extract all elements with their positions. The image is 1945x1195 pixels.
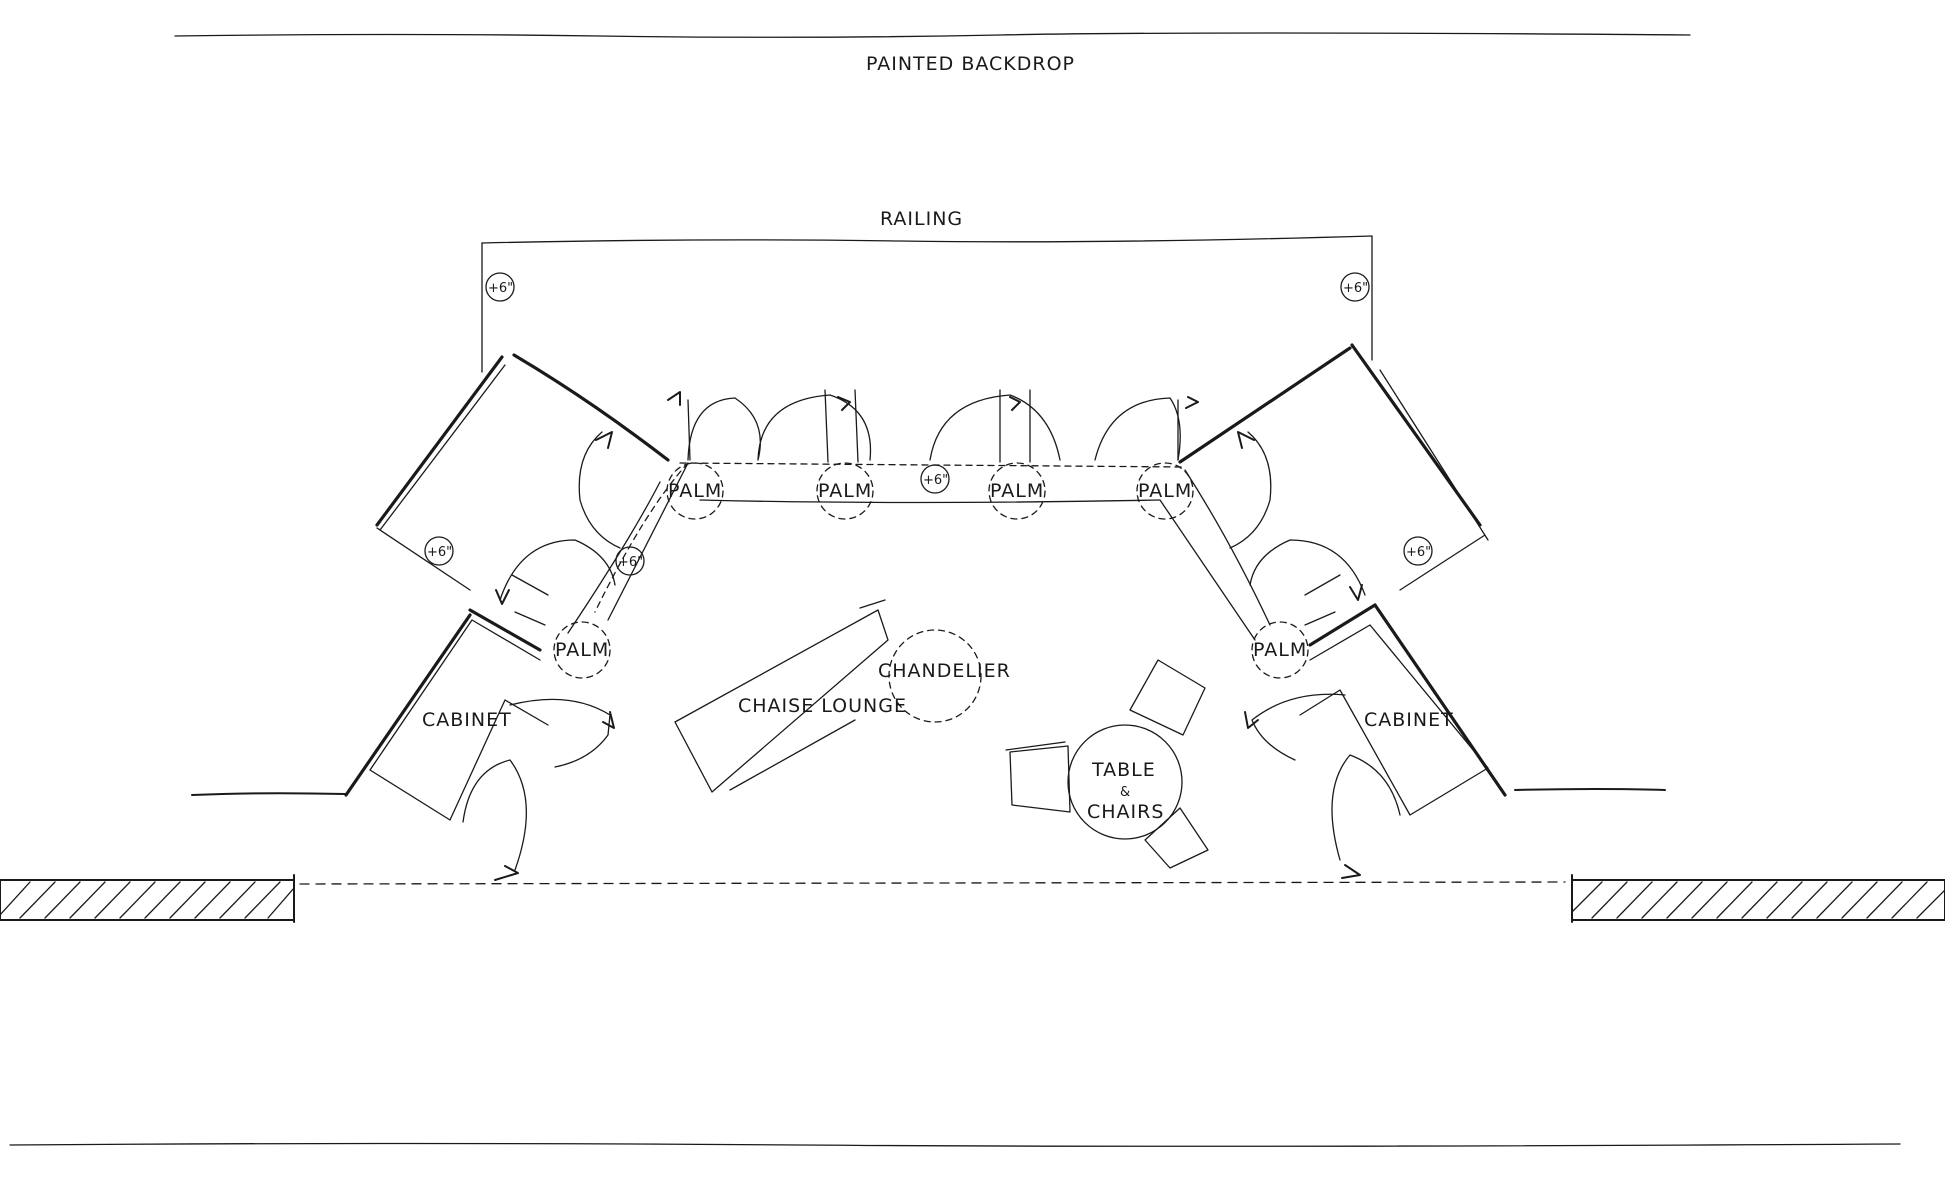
left-panel-line-1	[511, 574, 549, 596]
elevation-marker-5: +6"	[920, 464, 950, 494]
left-platform-dash	[594, 462, 689, 613]
chandelier: CHANDELIER	[878, 629, 1011, 723]
left-proscenium-wall	[0, 874, 295, 923]
left-upper-wall-bottom	[376, 527, 471, 591]
svg-text:TABLE: TABLE	[1091, 759, 1156, 781]
railing-label: RAILING	[880, 208, 963, 230]
upper-platform-bottom	[699, 499, 1161, 504]
right-panel-line-1	[1304, 574, 1341, 596]
left-upper-wall	[375, 355, 504, 527]
svg-text:+6": +6"	[488, 281, 513, 296]
chair-3	[1144, 807, 1209, 869]
right-cabinet-wall	[1373, 603, 1507, 797]
svg-text:+6": +6"	[427, 545, 452, 560]
svg-text:PALM: PALM	[818, 480, 872, 502]
svg-text:+6": +6"	[1343, 281, 1368, 296]
right-door-swing-1	[1251, 693, 1346, 761]
elevation-marker-1: +6"	[485, 272, 515, 302]
left-panel-arrow-1	[595, 431, 613, 449]
svg-text:+6": +6"	[923, 473, 948, 488]
svg-text:CHANDELIER: CHANDELIER	[878, 660, 1011, 682]
svg-text:CHAISE LOUNGE: CHAISE LOUNGE	[738, 695, 907, 717]
right-panel-swing-2	[1249, 539, 1366, 596]
chair-1	[1005, 741, 1071, 813]
svg-text:PALM: PALM	[1138, 480, 1192, 502]
left-panel-swing-1	[578, 431, 621, 549]
svg-text:PALM: PALM	[668, 480, 722, 502]
table-and-chairs: TABLE & CHAIRS	[1005, 659, 1209, 869]
left-door-arrow-2	[494, 865, 519, 881]
left-door-swing-1	[509, 698, 611, 768]
right-offstage-line	[1514, 788, 1666, 791]
svg-text:PALM: PALM	[555, 639, 609, 661]
elevation-marker-3: +6"	[424, 536, 454, 566]
right-upper-wall-bottom	[1399, 534, 1486, 591]
left-panel-arrow-2	[495, 589, 510, 605]
svg-text:+6": +6"	[1406, 545, 1431, 560]
right-door-arrow-2	[1341, 864, 1361, 879]
svg-text:PALM: PALM	[1253, 639, 1307, 661]
right-cabinet-wall-top	[1308, 603, 1377, 647]
chair-2	[1129, 659, 1206, 736]
left-door-swing-2	[462, 759, 528, 871]
right-upper-wall-top	[1178, 346, 1352, 464]
palm-2: PALM	[816, 462, 874, 520]
palm-6: PALM	[1251, 621, 1309, 679]
left-panel-line-2	[514, 611, 546, 626]
palm-3: PALM	[988, 462, 1046, 520]
left-upper-wall-back	[379, 364, 506, 531]
right-panel-arrow-1	[1237, 431, 1255, 449]
right-door-arrow-1	[1244, 711, 1259, 729]
svg-text:&: &	[1120, 785, 1130, 800]
svg-text:+6": +6"	[618, 555, 643, 570]
chaise-lounge: CHAISE LOUNGE	[674, 599, 907, 793]
left-cabinet-wall	[344, 613, 472, 797]
svg-text:PALM: PALM	[990, 480, 1044, 502]
elevation-marker-6: +6"	[1403, 536, 1433, 566]
palm-5: PALM	[553, 621, 611, 679]
right-panel-line-2	[1304, 611, 1336, 626]
right-panel-arrow-2	[1349, 584, 1363, 601]
palm-1: PALM	[666, 462, 724, 520]
left-cabinet-wall-top	[468, 608, 542, 652]
upper-door-posts	[687, 389, 1179, 463]
stage-edge-line	[9, 1142, 1901, 1147]
backdrop-line	[174, 32, 1691, 38]
elevation-marker-2: +6"	[1340, 272, 1370, 302]
svg-text:CHAIRS: CHAIRS	[1087, 801, 1164, 823]
backdrop-label: PAINTED BACKDROP	[866, 53, 1075, 75]
right-door-swing-2	[1331, 754, 1401, 861]
cabinet-left-label: CABINET	[422, 709, 512, 731]
left-panel-swing-2	[499, 539, 616, 601]
elevation-marker-4: +6"	[615, 546, 645, 576]
upper-door-arrows	[667, 391, 1199, 411]
right-upper-wall-back	[1379, 369, 1489, 541]
cabinet-right-label: CABINET	[1364, 709, 1454, 731]
right-panel-swing-1	[1229, 431, 1272, 549]
right-platform	[1159, 469, 1271, 641]
railing-line	[481, 235, 1373, 244]
left-upper-wall-top	[512, 353, 670, 462]
right-proscenium-wall	[1571, 874, 1945, 923]
left-door-arrow-1	[602, 711, 615, 729]
upper-door-swings	[687, 394, 1181, 461]
curtain-line	[299, 881, 1566, 885]
palm-4: PALM	[1136, 462, 1194, 520]
left-offstage-line	[191, 792, 346, 796]
